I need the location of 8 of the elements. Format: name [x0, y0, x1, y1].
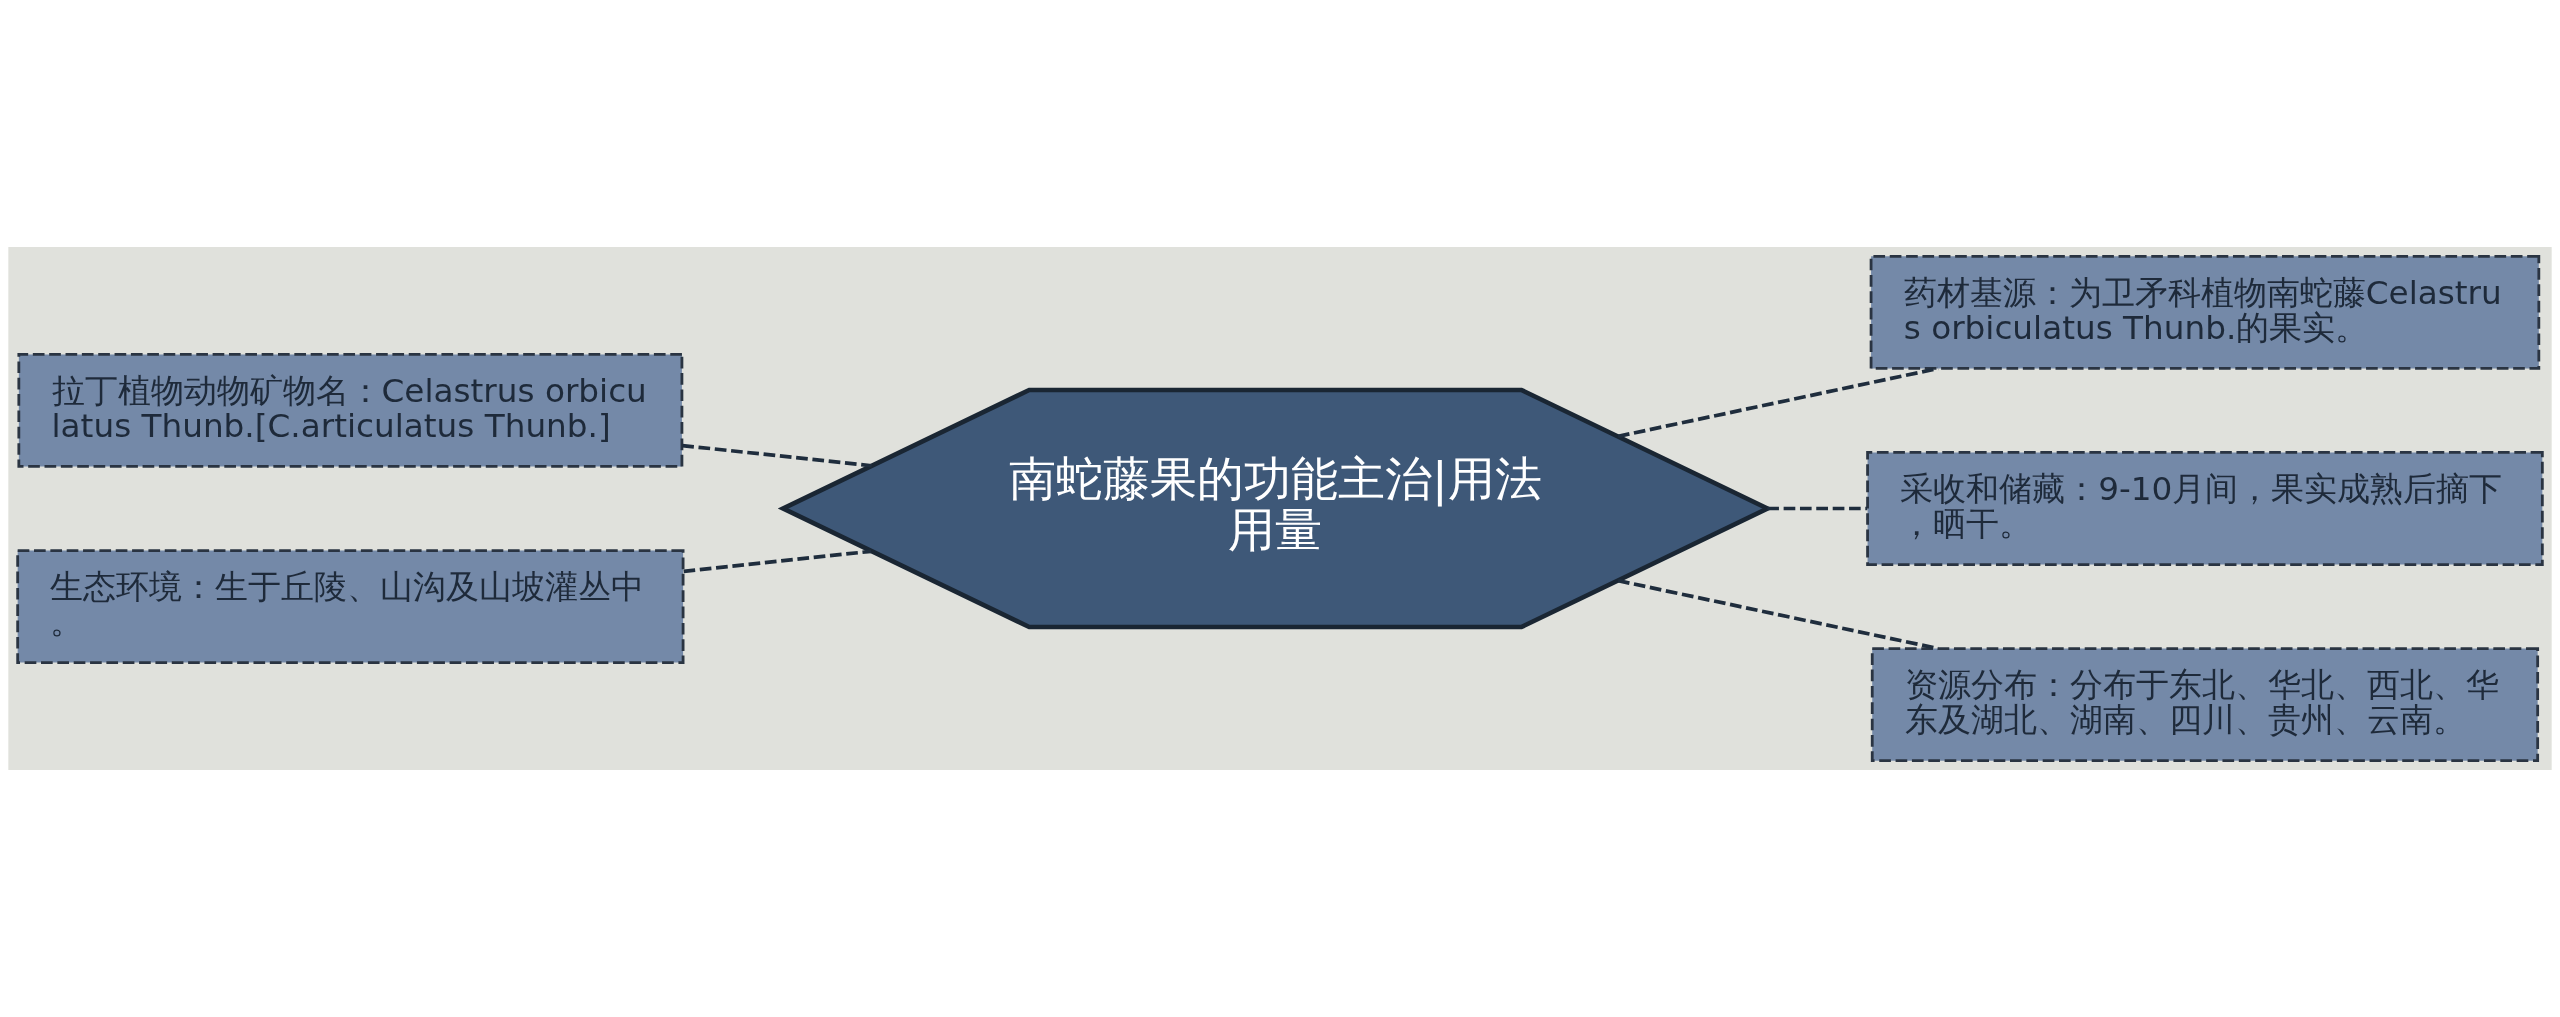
node-box: 采收和储藏：9-10月间，果实成熟后摘下，晒干。 [1866, 451, 2544, 566]
node-box: 拉丁植物动物矿物名：Celastrus orbiculatus Thunb.[C.articulatus Thunb.] [17, 353, 684, 468]
connector [1767, 506, 1868, 511]
connector [682, 443, 872, 468]
connector [683, 549, 872, 574]
node-box: 药材基源：为卫矛科植物南蛇藤Celastrus orbiculatus Thunb.的果实。 [1869, 254, 2541, 370]
node-box: 生态环境：生于丘陵、山沟及山坡灌丛中。 [16, 549, 685, 664]
node-box: 资源分布：分布于东北、华北、西北、华东及湖北、湖南、四川、贵州、云南。 [1870, 647, 2540, 763]
